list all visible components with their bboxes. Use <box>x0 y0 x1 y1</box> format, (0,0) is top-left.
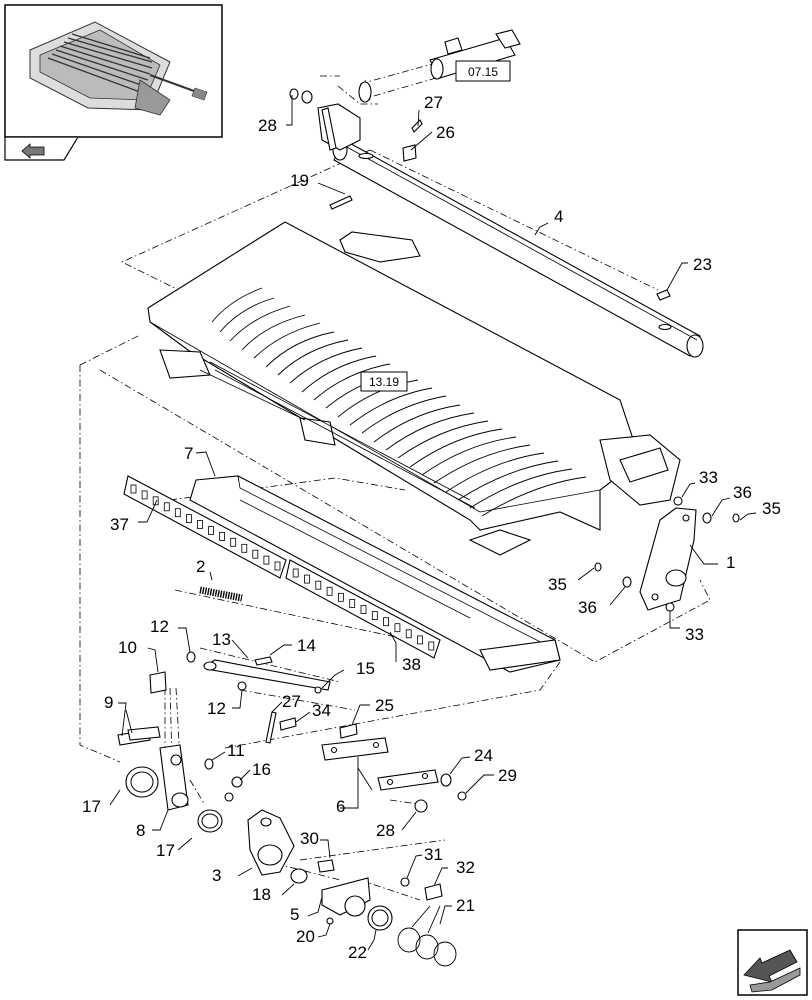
callout: 21 <box>456 896 475 915</box>
callout: 18 <box>252 885 271 904</box>
main-shaft <box>317 103 704 358</box>
callout: 1 <box>726 553 735 572</box>
callout: 13 <box>212 630 231 649</box>
plate-slot <box>252 549 259 559</box>
callout: 27 <box>282 692 301 711</box>
plate-slot <box>337 592 344 602</box>
stripper-slots-38 <box>292 568 435 651</box>
plate-slot <box>417 635 423 645</box>
callout: 25 <box>375 696 394 715</box>
callout: 35 <box>548 575 567 594</box>
reference-box-1319[interactable]: 13.19 <box>360 371 408 392</box>
plate-slot <box>185 514 192 523</box>
scraper-bar <box>189 475 561 673</box>
callout: 22 <box>348 943 367 962</box>
callout: 10 <box>118 638 137 657</box>
reference-label: 07.15 <box>468 65 498 79</box>
plate-slot <box>360 605 367 614</box>
callout: 4 <box>554 207 563 226</box>
plate-slot <box>174 508 181 518</box>
callout: 36 <box>733 483 752 502</box>
plate-slot <box>219 532 226 541</box>
callout: 33 <box>685 625 704 644</box>
plate-slot <box>152 496 159 506</box>
overview-thumbnail[interactable] <box>4 4 223 161</box>
pivot-arm-and-bearing <box>247 809 457 967</box>
plate-slot <box>292 568 299 578</box>
plate-slot <box>197 520 203 529</box>
callout: 11 <box>227 741 245 760</box>
plate-slot <box>208 526 214 535</box>
callout: 24 <box>474 746 493 765</box>
callout: 32 <box>456 858 475 877</box>
next-page-arrow-icon[interactable] <box>737 929 808 996</box>
back-arrow-icon[interactable] <box>21 143 45 159</box>
tine-plates <box>321 737 467 813</box>
callout: 5 <box>290 905 299 924</box>
callout: 28 <box>376 821 395 840</box>
plate-slot <box>371 611 378 620</box>
callout: 8 <box>136 821 145 840</box>
callout: 30 <box>300 829 319 848</box>
plate-slot <box>428 641 435 651</box>
plate-slot <box>141 490 148 500</box>
callout: 23 <box>693 255 712 274</box>
callout: 34 <box>312 701 331 720</box>
callout: 12 <box>150 617 169 636</box>
callout: 16 <box>252 760 271 779</box>
plate-slot <box>383 617 390 627</box>
callout: 26 <box>436 123 455 142</box>
callout: 35 <box>762 499 781 518</box>
plate-slot <box>263 555 270 565</box>
callout-numbers: 28 27 26 19 4 23 7 37 33 36 35 1 35 36 3… <box>82 93 781 962</box>
hydraulic-cylinder <box>358 29 521 103</box>
callout: 20 <box>296 927 315 946</box>
spring <box>199 586 243 602</box>
callout: 6 <box>336 797 345 816</box>
plate-slot <box>304 574 310 584</box>
callout: 37 <box>110 515 129 534</box>
callout: 2 <box>196 557 205 576</box>
plate-slot <box>130 484 137 494</box>
plate-slot <box>274 561 281 571</box>
plate-slot <box>349 599 356 608</box>
callout: 31 <box>424 845 443 864</box>
reference-label: 13.19 <box>369 375 399 389</box>
plate-slot <box>326 586 333 596</box>
callout: 33 <box>699 468 718 487</box>
callout: 7 <box>184 444 193 463</box>
callout: 12 <box>207 699 226 718</box>
callout: 27 <box>424 93 443 112</box>
callout: 17 <box>156 841 175 860</box>
callout: 38 <box>402 655 421 674</box>
callout: 3 <box>212 866 221 885</box>
reference-box-0715[interactable]: 07.15 <box>455 60 511 82</box>
thumbnail-pickup-image <box>29 21 208 116</box>
callout: 9 <box>104 693 113 712</box>
callout: 17 <box>82 797 101 816</box>
plate-slot <box>230 537 237 547</box>
plate-slot <box>163 502 170 512</box>
side-bracket <box>594 496 740 612</box>
stripper-slots-37 <box>130 484 281 571</box>
plate-slot <box>394 623 401 633</box>
callout: 15 <box>356 659 375 678</box>
plate-slot <box>315 580 322 590</box>
callout: 14 <box>297 636 316 655</box>
leader-lines <box>109 95 757 951</box>
callout: 36 <box>578 598 597 617</box>
callout: 19 <box>290 171 309 190</box>
lever-and-pins <box>117 651 358 833</box>
plate-slot <box>405 629 412 639</box>
callout: 29 <box>498 766 517 785</box>
callout: 28 <box>258 116 277 135</box>
plate-slot <box>241 543 248 553</box>
top-hardware <box>289 88 671 301</box>
